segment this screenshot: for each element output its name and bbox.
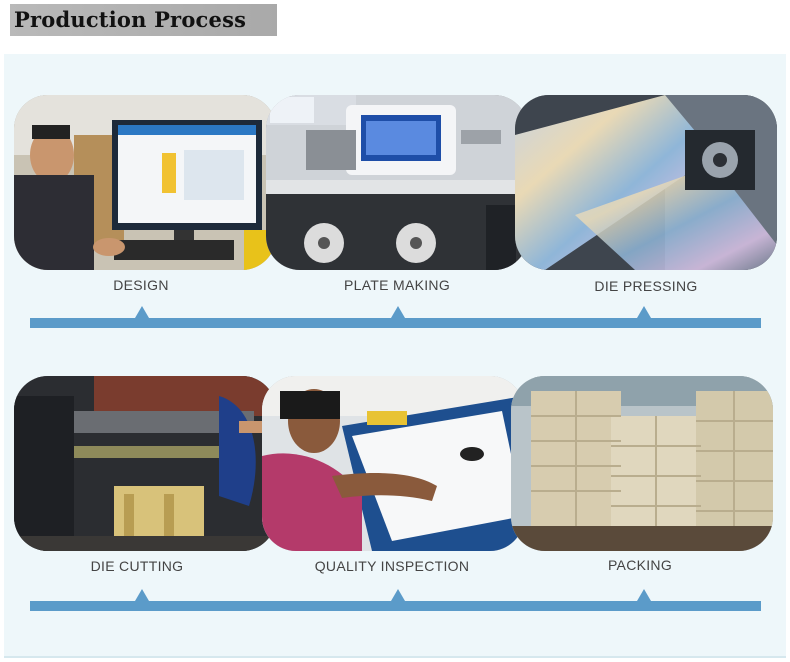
step-label-design: DESIGN: [113, 277, 169, 293]
section-title-bar: Production Process: [10, 4, 277, 36]
page-title: Production Process: [14, 7, 247, 32]
step-label-die-cutting: DIE CUTTING: [90, 558, 184, 574]
timeline-bar-row-2: [30, 601, 761, 611]
packing-photo: [511, 376, 773, 551]
step-label-die-pressing: DIE PRESSING: [594, 278, 698, 294]
die-pressing-photo: [515, 95, 777, 270]
step-label-quality-inspection: QUALITY INSPECTION: [314, 558, 470, 574]
timeline-marker: [135, 306, 149, 318]
plate-making-photo: [266, 95, 528, 270]
step-label-packing: PACKING: [607, 557, 673, 573]
timeline-bar-row-1: [30, 318, 761, 328]
timeline-marker: [135, 589, 149, 601]
timeline-marker: [391, 306, 405, 318]
timeline-marker: [637, 306, 651, 318]
timeline-marker: [391, 589, 405, 601]
timeline-marker: [637, 589, 651, 601]
die-cutting-photo: [14, 376, 276, 551]
step-label-plate-making: PLATE MAKING: [343, 277, 451, 293]
panel-bottom-edge: [4, 656, 786, 658]
design-photo: [14, 95, 276, 270]
quality-inspection-photo: [262, 376, 524, 551]
